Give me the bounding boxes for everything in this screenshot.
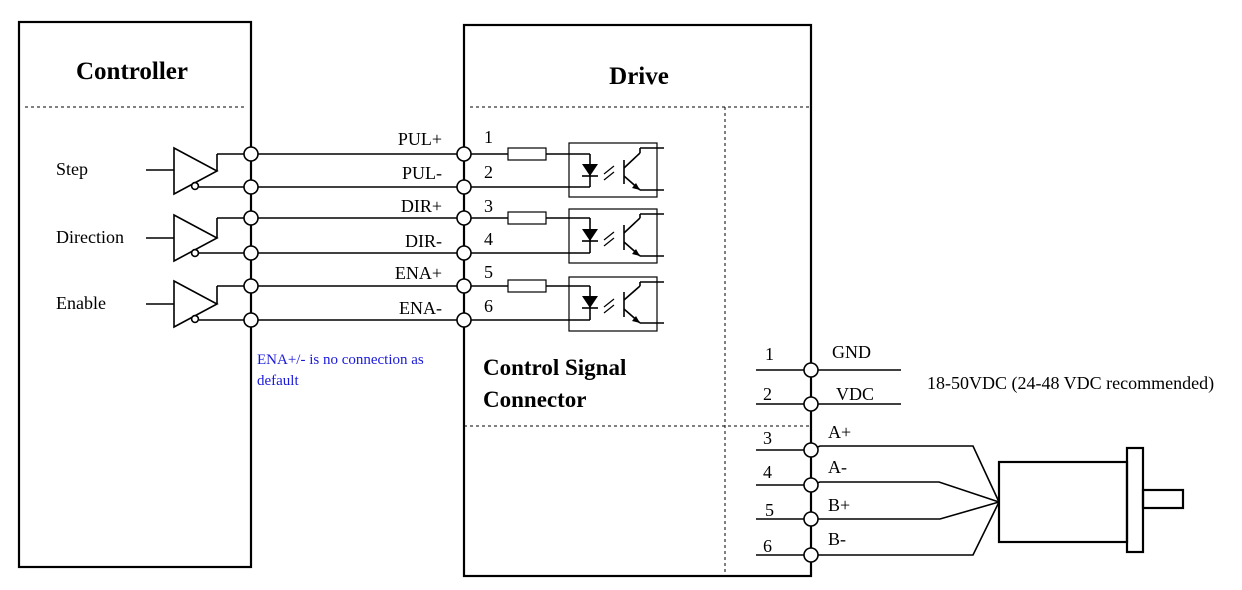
driver-direction: [146, 213, 251, 263]
pin-name-dir-minus: DIR-: [405, 231, 442, 251]
controller-terminal: [243, 210, 259, 226]
pin-number: 5: [484, 262, 493, 282]
pin-name-ena-minus: ENA-: [399, 298, 442, 318]
drive-control-terminal: [456, 179, 472, 195]
motor-terminal: [803, 477, 819, 493]
signal-label-enable: Enable: [56, 293, 106, 313]
power-terminal: [803, 396, 819, 412]
driver-enable: [146, 279, 251, 329]
controller-terminal: [243, 179, 259, 195]
power-pin-name-gnd: GND: [832, 342, 871, 362]
ena-note-line2: default: [257, 373, 299, 389]
controller-box: Controller Step Direction Enable: [17, 20, 424, 569]
motor-pin-number: 6: [763, 536, 772, 556]
optocoupler-dir: [464, 208, 664, 264]
optocoupler-ena: [464, 276, 664, 332]
power-terminal: [803, 362, 819, 378]
power-supply-note: 18-50VDC (24-48 VDC recommended): [927, 373, 1214, 394]
motor-body: [997, 460, 1129, 544]
power-pin-number: 2: [763, 384, 772, 404]
pin-number: 2: [484, 162, 493, 182]
drive-control-terminal: [456, 245, 472, 261]
motor-pin-name-b-plus: B+: [828, 495, 850, 515]
signal-label-step: Step: [56, 159, 88, 179]
controller-terminal: [243, 146, 259, 162]
motor-flange: [1125, 446, 1145, 554]
drive-box: Drive Control Signal Connector 1 2 3 4 5…: [456, 23, 813, 578]
signal-wires: [243, 146, 464, 328]
pin-number: 6: [484, 296, 493, 316]
pin-number: 3: [484, 196, 493, 216]
optocoupler-pul: [464, 142, 664, 198]
pin-name-pul-minus: PUL-: [402, 163, 442, 183]
drive-control-terminal: [456, 210, 472, 226]
controller-terminal: [243, 312, 259, 328]
signal-label-direction: Direction: [56, 227, 124, 247]
motor-terminal: [803, 511, 819, 527]
controller-terminal: [243, 278, 259, 294]
motor-pin-name-a-minus: A-: [828, 457, 847, 477]
drive-control-terminal: [456, 278, 472, 294]
motor-pin-number: 3: [763, 428, 772, 448]
power-pin-number: 1: [765, 344, 774, 364]
power-pin-name-vdc: VDC: [836, 384, 874, 404]
power-connector: 1 2 GND VDC 18-50VDC (24-48 VDC recommen…: [756, 342, 1214, 412]
pin-number: 1: [484, 127, 493, 147]
motor-shaft: [1141, 488, 1185, 510]
drive-title: Drive: [609, 63, 669, 90]
pin-name-dir-plus: DIR+: [401, 196, 442, 216]
ena-note-line1: ENA+/- is no connection as: [257, 352, 424, 368]
pin-number: 4: [484, 229, 493, 249]
control-connector-title-line2: Connector: [483, 387, 586, 412]
motor-pin-number: 5: [765, 500, 774, 520]
motor-connector: 3 4 5 6 A+ A- B+ B-: [756, 422, 1000, 563]
controller-terminal: [243, 245, 259, 261]
motor-pin-name-b-minus: B-: [828, 529, 846, 549]
motor-pin-number: 4: [763, 462, 772, 482]
pin-name-ena-plus: ENA+: [395, 263, 442, 283]
controller-title: Controller: [76, 58, 188, 85]
control-connector-title-line1: Control Signal: [483, 355, 626, 380]
pin-name-pul-plus: PUL+: [398, 129, 442, 149]
motor-terminal: [803, 547, 819, 563]
motor-pin-name-a-plus: A+: [828, 422, 851, 442]
stepper-motor: [997, 446, 1185, 554]
drive-control-terminal: [456, 146, 472, 162]
drive-control-terminal: [456, 312, 472, 328]
motor-terminal: [803, 442, 819, 458]
driver-step: [146, 146, 251, 196]
